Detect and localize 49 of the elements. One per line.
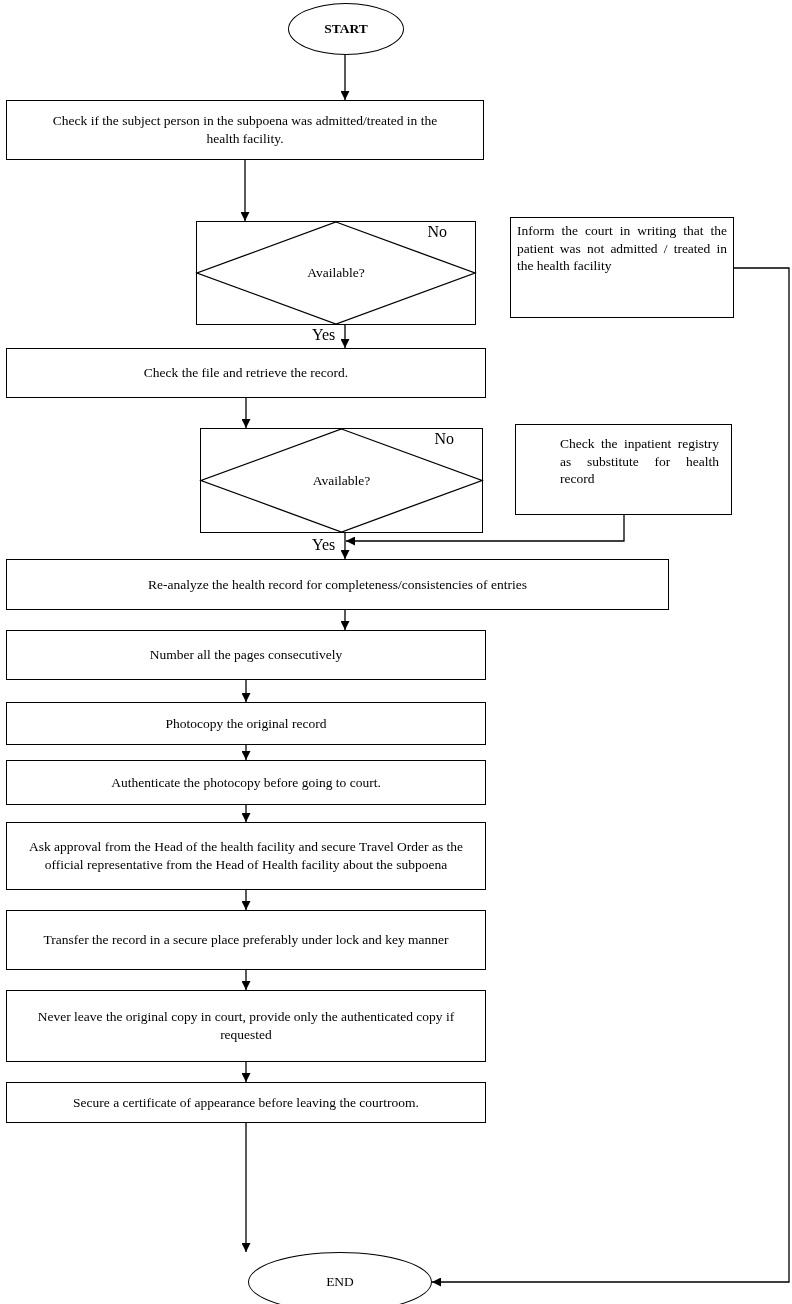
step-text: Transfer the record in a secure place preferably under lock and key manner	[43, 931, 449, 949]
step-text: Inform the court in writing that the patient was not admitted / treated in the health facility	[517, 222, 727, 275]
terminal-text: END	[326, 1273, 354, 1291]
process-box	[6, 100, 484, 160]
arrow	[340, 324, 350, 349]
arrow	[340, 609, 350, 631]
decision-text: Available?	[307, 264, 365, 282]
arrow	[340, 532, 350, 560]
step-text: Authenticate the photocopy before going to court.	[111, 773, 381, 792]
terminal-text: START	[324, 20, 368, 38]
step-text: Check the file and retrieve the record.	[143, 364, 349, 382]
process-box	[6, 910, 486, 970]
step-text: Check the inpatient registry as substitute for health record	[560, 435, 719, 488]
decision-diamond	[196, 221, 476, 325]
step-text: Check if the subject person in the subpoena was admitted/treated in the health facility.	[51, 112, 439, 148]
process-box	[6, 559, 669, 610]
process-box	[6, 760, 486, 805]
arrow	[241, 1061, 251, 1083]
step-text: Ask approval from the Head of the health facility and secure Travel Order as the official representative from the Head of Health facility about the subpoena	[27, 838, 465, 874]
process-box	[6, 822, 486, 890]
branch-label: No	[434, 429, 454, 449]
process-box	[515, 424, 732, 515]
process-box	[6, 630, 486, 680]
arrow	[431, 267, 790, 1287]
edge-label: Yes	[312, 536, 336, 554]
arrow	[241, 969, 251, 991]
branch-label: No	[427, 222, 447, 242]
decision-text: Available?	[312, 471, 371, 490]
arrow	[241, 679, 251, 703]
process-box	[6, 990, 486, 1062]
decision-diamond	[200, 428, 483, 533]
step-text: Re-analyze the health record for completeness/consistencies of entries	[148, 575, 527, 594]
process-box	[6, 348, 486, 398]
process-box	[6, 702, 486, 745]
edge-label: Yes	[312, 326, 336, 344]
step-text: Number all the pages consecutively	[149, 646, 343, 664]
process-box	[510, 217, 734, 318]
step-text: Secure a certificate of appearance before leaving the courtroom.	[73, 1093, 419, 1112]
arrow	[241, 1122, 251, 1253]
arrow	[340, 54, 350, 101]
arrow	[345, 514, 625, 546]
arrow	[241, 889, 251, 911]
step-text: Photocopy the original record	[165, 714, 327, 733]
arrow	[241, 804, 251, 823]
arrow	[241, 744, 251, 761]
process-box	[6, 1082, 486, 1123]
arrow	[241, 397, 251, 429]
step-text: Never leave the original copy in court, provide only the authenticated copy if requested	[36, 1008, 456, 1044]
arrow	[240, 159, 250, 222]
